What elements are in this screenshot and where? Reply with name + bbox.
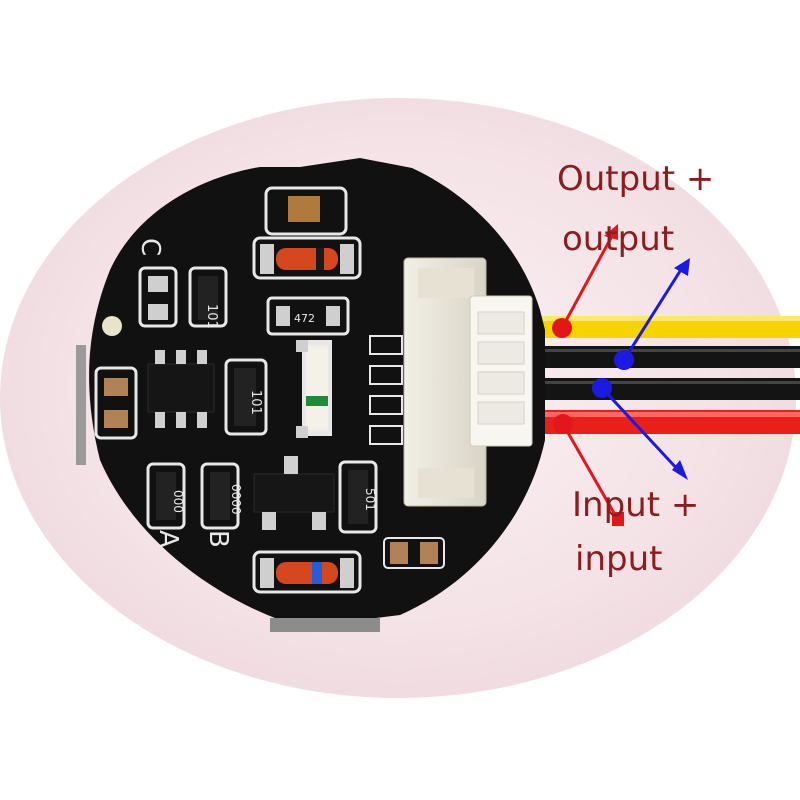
- wire-yellow: [520, 316, 800, 338]
- silk-r6: 501: [363, 488, 377, 511]
- blue-dot-output-minus: [614, 350, 634, 370]
- red-dot-input-plus: [553, 414, 573, 434]
- jst-connector: [403, 257, 533, 507]
- blue-dot-input-minus: [592, 378, 612, 398]
- blue-arrowhead-down-icon: [672, 460, 688, 480]
- blue-arrowhead-up-icon: [674, 258, 690, 276]
- label-input-positive: Input +: [572, 485, 700, 525]
- label-input-negative: input: [575, 539, 663, 579]
- label-output-negative: output: [562, 219, 675, 259]
- label-output-positive: Output +: [557, 159, 715, 199]
- silk-r4: 000: [171, 490, 185, 513]
- silk-label-c: C: [135, 238, 165, 256]
- silk-r1: 101: [204, 304, 219, 329]
- annotation-arrows: [552, 224, 690, 526]
- silk-label-a: A: [153, 530, 183, 548]
- silk-label-b: B: [203, 530, 233, 548]
- silk-r5: 0000: [229, 484, 243, 515]
- silk-r2: 472: [294, 312, 315, 325]
- wire-bundle: [520, 316, 800, 434]
- silk-r3: 101: [248, 390, 263, 415]
- red-dot-output-plus: [552, 318, 572, 338]
- red-arrowhead-up-icon: [604, 224, 618, 240]
- red-arrowhead-down-icon: [612, 512, 624, 526]
